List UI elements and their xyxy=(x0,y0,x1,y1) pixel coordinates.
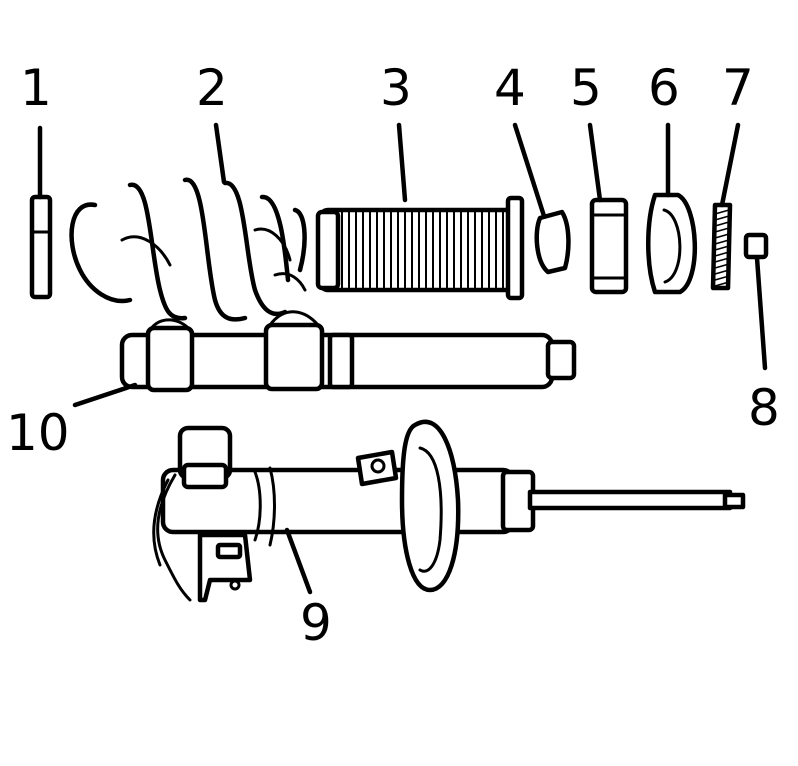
callout-labels: 1 2 3 4 5 6 7 8 9 10 xyxy=(6,59,780,652)
washer-hatch-line xyxy=(714,239,730,245)
callout-9: 9 xyxy=(300,594,332,652)
callout-8: 8 xyxy=(748,379,780,437)
washer-hatch-line xyxy=(714,269,730,275)
part-9-strut-assembly xyxy=(152,419,746,603)
part-5-spring-seat xyxy=(589,197,629,295)
part-8-nut xyxy=(743,232,769,260)
washer-hatch-line xyxy=(714,275,730,281)
washer-hatch-line xyxy=(714,209,730,215)
callout-10: 10 xyxy=(6,404,70,462)
part-7-washer xyxy=(710,202,733,291)
leader-lines xyxy=(37,122,768,595)
washer-hatch-line xyxy=(714,245,730,251)
washer-hatch-line xyxy=(714,251,730,257)
part-2-coil-spring xyxy=(69,177,307,322)
callout-2: 2 xyxy=(196,59,228,117)
washer-hatch-line xyxy=(714,215,730,221)
washer-hatch-line xyxy=(714,227,730,233)
part-6-strut-mount xyxy=(646,192,697,295)
callout-5: 5 xyxy=(570,59,602,117)
callout-7: 7 xyxy=(722,59,754,117)
part-1-rod xyxy=(29,194,53,300)
washer-hatch-line xyxy=(714,221,730,227)
part-10-shock-absorber xyxy=(119,310,577,393)
callout-4: 4 xyxy=(494,59,526,117)
part-3-dust-boot xyxy=(315,195,525,301)
washer-hatch-line xyxy=(714,281,730,287)
part-4-bump-stop xyxy=(534,209,571,275)
washer-hatch-line xyxy=(714,233,730,239)
washer-hatch-line xyxy=(714,257,730,263)
callout-6: 6 xyxy=(648,59,680,117)
washer-hatch-line xyxy=(714,263,730,269)
callout-3: 3 xyxy=(380,59,412,117)
callout-1: 1 xyxy=(20,59,52,117)
